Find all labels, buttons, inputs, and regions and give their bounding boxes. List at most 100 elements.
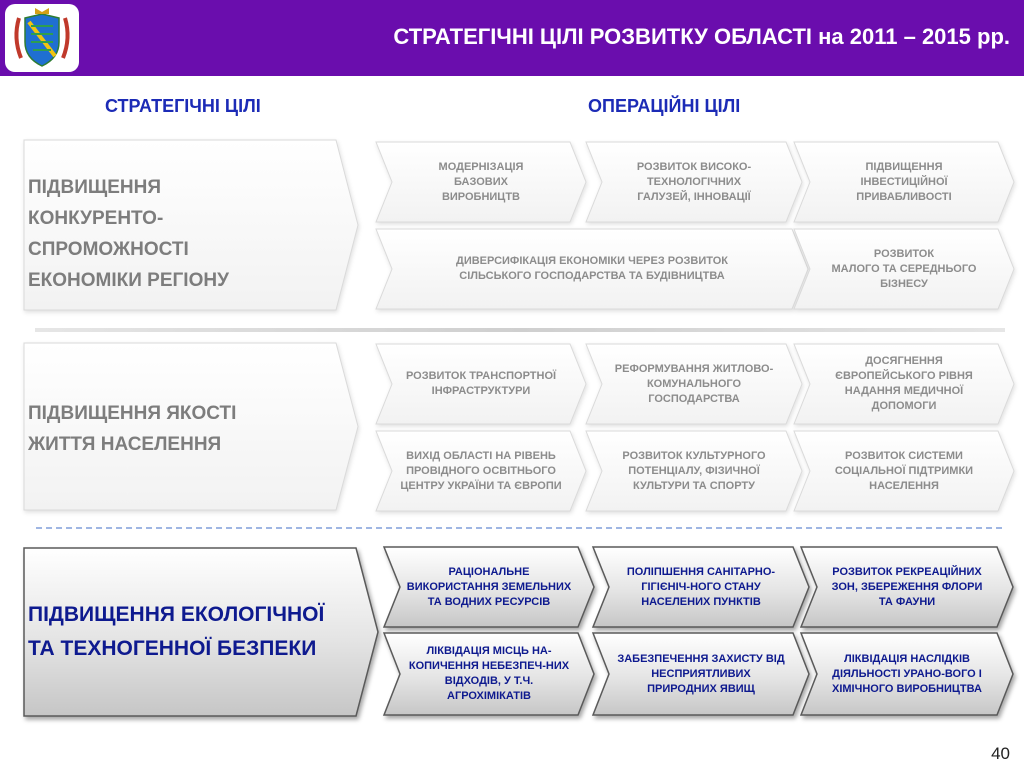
operational-goal-2-1-0-label-line: АГРОХІМІКАТІВ: [447, 690, 531, 702]
strategic-goal-quality-of-life-label-line: ПІДВИЩЕННЯ ЯКОСТІ: [28, 403, 237, 424]
strategic-goal-ecology: [23, 547, 379, 717]
operational-goal-2-0-2: [799, 546, 1014, 628]
operational-goal-2-1-2: [799, 632, 1014, 716]
operational-goal-0-0-0: [375, 141, 587, 223]
operational-goals-heading: ОПЕРАЦІЙНІ ЦІЛІ: [588, 96, 741, 116]
operational-goal-1-0-1-label-line: ГОСПОДАРСТВА: [648, 392, 740, 405]
dashed-divider: [36, 527, 1002, 529]
operational-goal-0-1-1-label: РОЗВИТОК МАЛОГО ТА СЕРЕДНЬОГО БІЗНЕСУ: [812, 229, 996, 309]
operational-goal-1-1-0-label-line: ЦЕНТРУ УКРАЇНИ ТА ЄВРОПИ: [400, 479, 562, 492]
strategic-goal-ecology-label-line: ТА ТЕХНОГЕННОЇ БЕЗПЕКИ: [28, 637, 317, 660]
operational-goal-2-1-1: [591, 632, 810, 716]
strategic-goals-heading: СТРАТЕГІЧНІ ЦІЛІ: [105, 96, 261, 116]
operational-goal-1-0-2-label-line: ДОПОМОГИ: [871, 400, 937, 412]
operational-goal-2-0-2-label-line: РОЗВИТОК РЕКРЕАЦІЙНИХ: [832, 565, 982, 578]
operational-goal-1-1-1-label-line: КУЛЬТУРИ ТА СПОРТУ: [633, 479, 755, 492]
operational-goal-0-1-0: [375, 228, 809, 310]
operational-goal-1-1-0-label: ВИХІД ОБЛАСТІ НА РІВЕНЬ ПРОВІДНОГО ОСВІТН…: [394, 431, 568, 511]
operational-goal-2-1-1-label-line: ПРИРОДНИХ ЯВИЩ: [647, 682, 755, 695]
operational-goal-1-1-2: [793, 430, 1015, 512]
operational-goal-2-0-2-label-line: ТА ФАУНИ: [878, 595, 936, 608]
operational-goal-0-0-1-label: РОЗВИТОК ВИСОКО- ТЕХНОЛОГІЧНИХ ГАЛУЗЕЙ, ІН…: [604, 142, 784, 222]
operational-goal-2-0-2-label-line: ЗОН, ЗБЕРЕЖЕННЯ ФЛОРИ: [831, 580, 983, 593]
operational-goal-0-0-2-label-line: ІНВЕСТИЦІЙНОЇ: [860, 175, 948, 188]
strategic-goal-competitiveness: [23, 139, 359, 311]
operational-goal-0-1-1: [793, 228, 1015, 310]
operational-goal-0-0-1: [585, 141, 803, 223]
operational-goal-0-1-1-label-line: МАЛОГО ТА СЕРЕДНЬОГО: [831, 262, 977, 275]
operational-goal-1-1-0-label-line: ВИХІД ОБЛАСТІ НА РІВЕНЬ: [406, 449, 556, 462]
section-divider: [35, 328, 1005, 332]
operational-goal-2-1-1-label-line: ЗАБЕЗПЕЧЕННЯ ЗАХИСТУ ВІД: [617, 652, 785, 665]
strategic-goal-quality-of-life-label: ПІДВИЩЕННЯ ЯКОСТІ ЖИТТЯ НАСЕЛЕННЯ: [28, 398, 236, 460]
operational-goal-1-1-1-label: РОЗВИТОК КУЛЬТУРНОГО ПОТЕНЦІАЛУ, ФІЗИЧНОЇ…: [604, 431, 784, 511]
operational-goal-1-0-0-label-line: РОЗВИТОК ТРАНСПОРТНОЇ: [405, 370, 557, 382]
coat-of-arms-icon: [5, 4, 79, 72]
operational-goal-0-0-1-label-line: ГАЛУЗЕЙ, ІННОВАЦІЇ: [637, 190, 751, 203]
operational-goal-1-1-1-label-line: ПОТЕНЦІАЛУ, ФІЗИЧНОЇ: [628, 464, 760, 477]
page-number: 40: [991, 744, 1010, 763]
operational-goal-2-1-0-label-line: ЛІКВІДАЦІЯ МІСЦЬ НА-: [426, 645, 552, 657]
operational-goal-1-1-2-label-line: СОЦІАЛЬНОЇ ПІДТРИМКИ: [834, 464, 974, 477]
operational-goal-2-0-0-label-line: ВИКОРИСТАННЯ ЗЕМЕЛЬНИХ: [406, 580, 572, 593]
operational-goal-0-1-1-label-line: РОЗВИТОК: [873, 247, 935, 260]
operational-goal-2-1-0-label-line: ВІДХОДІВ, У Т.Ч.: [444, 675, 534, 687]
strategic-goal-competitiveness-label-line: КОНКУРЕНТО-: [28, 208, 164, 229]
operational-goal-0-0-0-label-line: БАЗОВИХ: [454, 175, 508, 188]
operational-goal-2-0-0-label-line: РАЦІОНАЛЬНЕ: [448, 565, 530, 578]
operational-goal-2-0-1-label-line: ПОЛІПШЕННЯ САНІТАРНО-: [626, 565, 776, 578]
operational-goal-2-0-1-label-line: НАСЕЛЕНИХ ПУНКТІВ: [641, 595, 761, 608]
operational-goal-1-1-2-label-line: РОЗВИТОК СИСТЕМИ: [845, 449, 963, 462]
operational-goal-0-0-0-label: МОДЕРНІЗАЦІЯ БАЗОВИХ ВИРОБНИЦТВ: [394, 142, 568, 222]
operational-goal-1-1-1-label-line: РОЗВИТОК КУЛЬТУРНОГО: [622, 449, 766, 462]
strategic-goal-competitiveness-label-line: ЕКОНОМІКИ РЕГІОНУ: [28, 270, 229, 291]
operational-goal-1-0-2-label-line: ЄВРОПЕЙСЬКОГО РІВНЯ: [835, 370, 973, 382]
operational-goal-1-1-0-label-line: ПРОВІДНОГО ОСВІТНЬОГО: [406, 464, 556, 477]
operational-goal-1-0-0-label-line: ІНФРАСТРУКТУРИ: [431, 385, 531, 397]
operational-goal-1-0-1-label-line: РЕФОРМУВАННЯ ЖИТЛОВО-: [614, 362, 774, 375]
operational-goal-1-0-1: [585, 343, 803, 425]
operational-goal-1-1-2-label: РОЗВИТОК СИСТЕМИ СОЦІАЛЬНОЇ ПІДТРИМКИ НАСЕ…: [812, 431, 996, 511]
operational-goal-0-0-0-label-line: МОДЕРНІЗАЦІЯ: [438, 160, 524, 173]
operational-goal-2-0-1: [591, 546, 810, 628]
operational-goal-2-0-1-label: ПОЛІПШЕННЯ САНІТАРНО- ГІГІЄНІЧ-НОГО СТАНУ…: [611, 547, 791, 627]
operational-goal-0-0-1-label-line: РОЗВИТОК ВИСОКО-: [636, 160, 752, 173]
operational-goal-1-0-2-label-line: ДОСЯГНЕННЯ: [865, 355, 943, 367]
strategic-goal-competitiveness-label-line: СПРОМОЖНОСТІ: [28, 239, 189, 260]
operational-goal-0-0-2-label-line: ПРИВАБЛИВОСТІ: [856, 190, 952, 203]
operational-goal-2-1-0-label-line: КОПИЧЕННЯ НЕБЕЗПЕЧ-НИХ: [408, 660, 570, 672]
operational-goal-1-1-1: [585, 430, 803, 512]
operational-goal-1-0-2: [793, 343, 1015, 425]
strategic-goal-competitiveness-label-line: ПІДВИЩЕННЯ: [28, 177, 161, 198]
operational-goal-1-0-0: [375, 343, 587, 425]
operational-goal-2-0-0: [382, 546, 595, 628]
strategic-goal-quality-of-life-label-line: ЖИТТЯ НАСЕЛЕННЯ: [28, 434, 222, 455]
operational-goal-1-1-0: [375, 430, 587, 512]
operational-goal-0-0-1-label-line: ТЕХНОЛОГІЧНИХ: [646, 175, 742, 188]
operational-goal-2-1-0-label: ЛІКВІДАЦІЯ МІСЦЬ НА- КОПИЧЕННЯ НЕБЕЗПЕЧ-Н…: [402, 633, 576, 715]
operational-goal-1-1-2-label-line: НАСЕЛЕННЯ: [869, 479, 939, 492]
operational-goal-0-1-0-label-line: ДИВЕРСИФІКАЦІЯ ЕКОНОМІКИ ЧЕРЕЗ РОЗВИТОК: [456, 255, 728, 267]
strategic-goal-competitiveness-label: ПІДВИЩЕННЯ КОНКУРЕНТО- СПРОМОЖНОСТІ ЕКОНОМІ…: [28, 172, 229, 296]
operational-goal-2-0-1-label-line: ГІГІЄНІЧ-НОГО СТАНУ: [641, 580, 761, 593]
operational-goal-0-0-2-label-line: ПІДВИЩЕННЯ: [865, 160, 943, 173]
operational-goal-0-0-0-label-line: ВИРОБНИЦТВ: [441, 190, 521, 203]
operational-goal-1-0-1-label-line: КОМУНАЛЬНОГО: [646, 377, 742, 390]
strategic-goal-quality-of-life: [23, 342, 359, 511]
operational-goal-2-1-0: [382, 632, 595, 716]
strategic-goal-ecology-label-line: ПІДВИЩЕННЯ ЕКОЛОГІЧНОЇ: [28, 603, 325, 626]
slide-header: СТРАТЕГІЧНІ ЦІЛІ РОЗВИТКУ ОБЛАСТІ на 201…: [0, 0, 1024, 76]
operational-goal-2-0-0-label-line: ТА ВОДНИХ РЕСУРСІВ: [427, 595, 551, 608]
operational-goal-0-0-2: [793, 141, 1015, 223]
operational-goal-1-0-1-label: РЕФОРМУВАННЯ ЖИТЛОВО- КОМУНАЛЬНОГО ГОСПОДА…: [604, 344, 784, 424]
operational-goal-2-0-0-label: РАЦІОНАЛЬНЕ ВИКОРИСТАННЯ ЗЕМЕЛЬНИХ ТА ВОДН…: [402, 547, 576, 627]
operational-goal-2-1-2-label-line: ЛІКВІДАЦІЯ НАСЛІДКІВ: [844, 652, 970, 665]
operational-goal-2-0-2-label: РОЗВИТОК РЕКРЕАЦІЙНИХ ЗОН, ЗБЕРЕЖЕННЯ ФЛО…: [819, 547, 995, 627]
operational-goal-0-1-1-label-line: БІЗНЕСУ: [880, 277, 928, 290]
operational-goal-1-0-0-label: РОЗВИТОК ТРАНСПОРТНОЇ ІНФРАСТРУКТУРИ: [394, 344, 568, 424]
operational-goal-0-0-2-label: ПІДВИЩЕННЯ ІНВЕСТИЦІЙНОЇ ПРИВАБЛИВОСТІ: [812, 142, 996, 222]
